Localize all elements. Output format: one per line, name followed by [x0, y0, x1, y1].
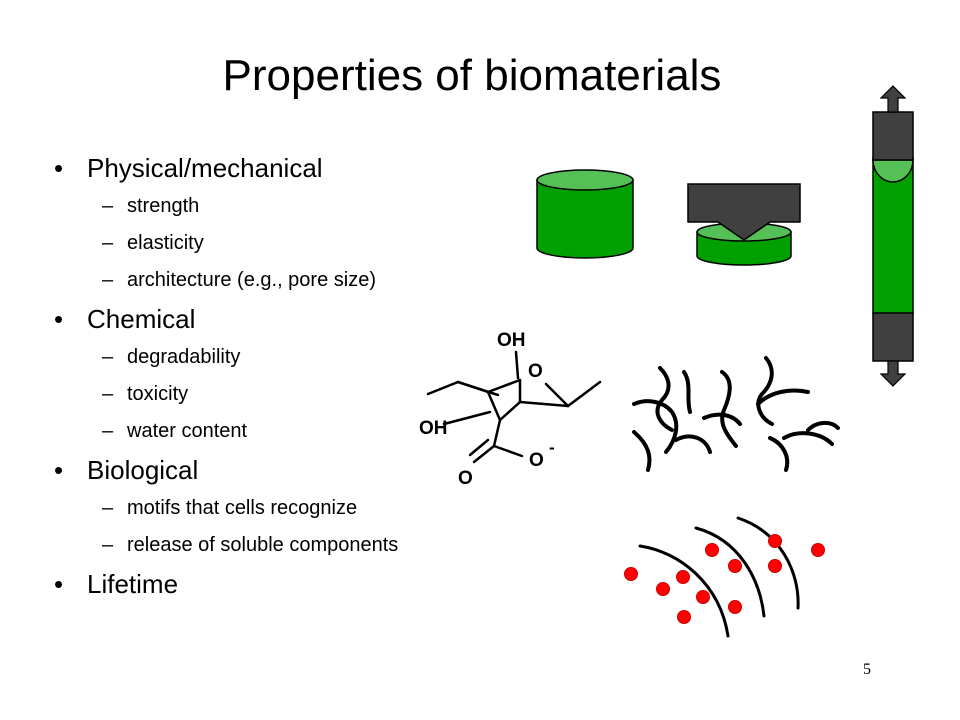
- subbullet-motifs: –motifs that cells recognize: [102, 497, 358, 519]
- page-number: 5: [863, 661, 871, 678]
- polymer-chains-icon: [632, 356, 840, 472]
- subbullet-architecture: –architecture (e.g., pore size): [102, 269, 376, 291]
- bullet-list: •Physical/mechanical –strength –elastici…: [52, 148, 532, 604]
- subbullet-degradability: –degradability: [102, 346, 241, 368]
- cylinder-icon: [536, 169, 634, 259]
- molecule-structure: [426, 350, 602, 464]
- release-dots-icon: [624, 516, 825, 638]
- bullet-dot: •: [54, 153, 64, 183]
- bullet-dot: •: [54, 455, 64, 485]
- compressed-cylinder-icon: [687, 183, 801, 266]
- slide-title: Properties of biomaterials: [222, 51, 722, 100]
- bullet-dot: •: [54, 569, 64, 599]
- molecule-ring-oxygen: O: [528, 361, 543, 382]
- molecule-o-minus: O: [529, 450, 544, 471]
- bullet-chemical: •Chemical: [52, 299, 532, 339]
- bullet-lifetime: •Lifetime: [52, 564, 532, 604]
- subbullet-toxicity: –toxicity: [102, 383, 189, 405]
- subbullet-strength: –strength: [102, 195, 200, 217]
- molecule-carbonyl-oxygen: O: [458, 468, 473, 489]
- subbullet-release: –release of soluble components: [102, 534, 399, 556]
- molecule-oh-top: OH: [497, 330, 526, 351]
- molecule-oh-left: OH: [419, 418, 448, 439]
- molecule-negative-charge: -: [549, 438, 555, 457]
- subbullet-elasticity: –elasticity: [102, 232, 204, 254]
- subbullet-water-content: –water content: [102, 420, 248, 442]
- bullet-biological: •Biological: [52, 450, 532, 490]
- bullet-dot: •: [54, 304, 64, 334]
- stretch-test-icon: [872, 85, 914, 387]
- bullet-physical: •Physical/mechanical: [52, 148, 532, 188]
